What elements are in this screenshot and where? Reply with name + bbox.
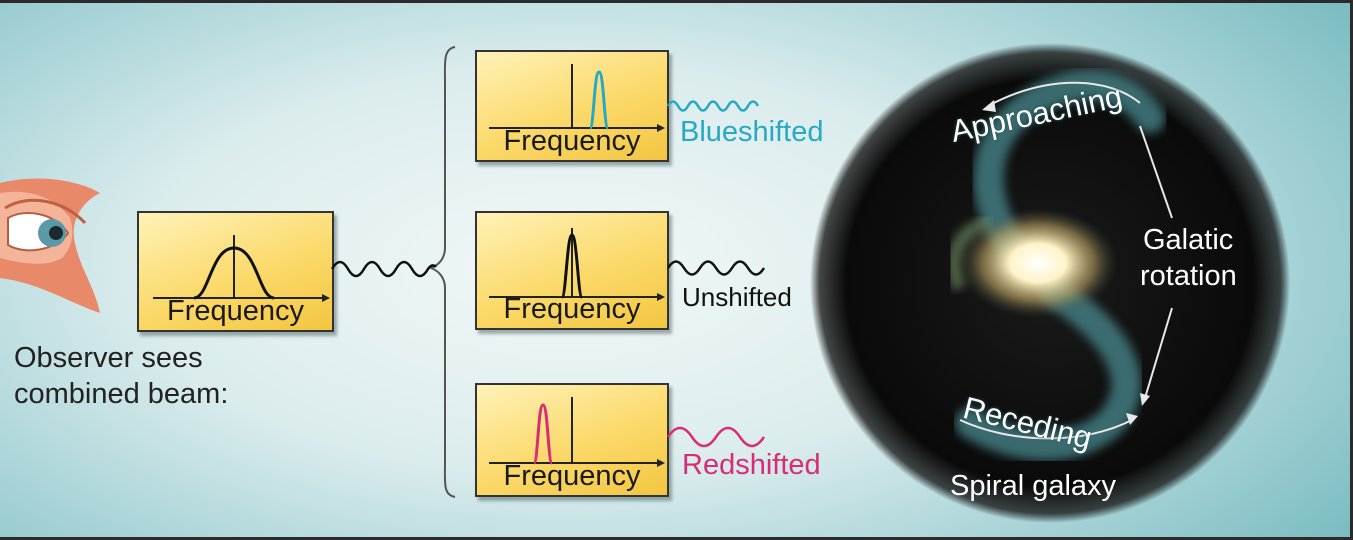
galactic-rotation-label-line2: rotation [1140,260,1237,292]
redshift-label: Redshifted [682,449,821,481]
combined-beam-wave [330,260,437,278]
redshift-frequency-box: Frequency [475,383,669,497]
redshift-wave [666,426,766,448]
combined-axis-label: Frequency [166,295,304,327]
blueshift-frequency-box: Frequency [475,50,669,162]
blueshift-wave [666,100,760,112]
galactic-rotation-label-line1: Galatic [1143,224,1234,256]
blueshift-label: Blueshifted [680,116,824,148]
blueshift-axis-label: Frequency [503,125,641,157]
spiral-galaxy-image [810,43,1290,523]
unshifted-wave [666,260,766,276]
observer-caption-line1: Observer sees [14,342,203,374]
redshift-axis-label: Frequency [503,460,641,492]
combined-frequency-box: Frequency [137,211,334,332]
beam-overlay [330,100,766,448]
unshifted-frequency-box: Frequency [475,211,669,330]
spiral-galaxy-caption: Spiral galaxy [950,470,1117,502]
bracket [428,46,456,498]
unshifted-label: Unshifted [682,282,792,312]
eye-icon [0,178,100,313]
observer-caption-line2: combined beam: [14,378,229,410]
unshifted-axis-label: Frequency [503,293,641,325]
